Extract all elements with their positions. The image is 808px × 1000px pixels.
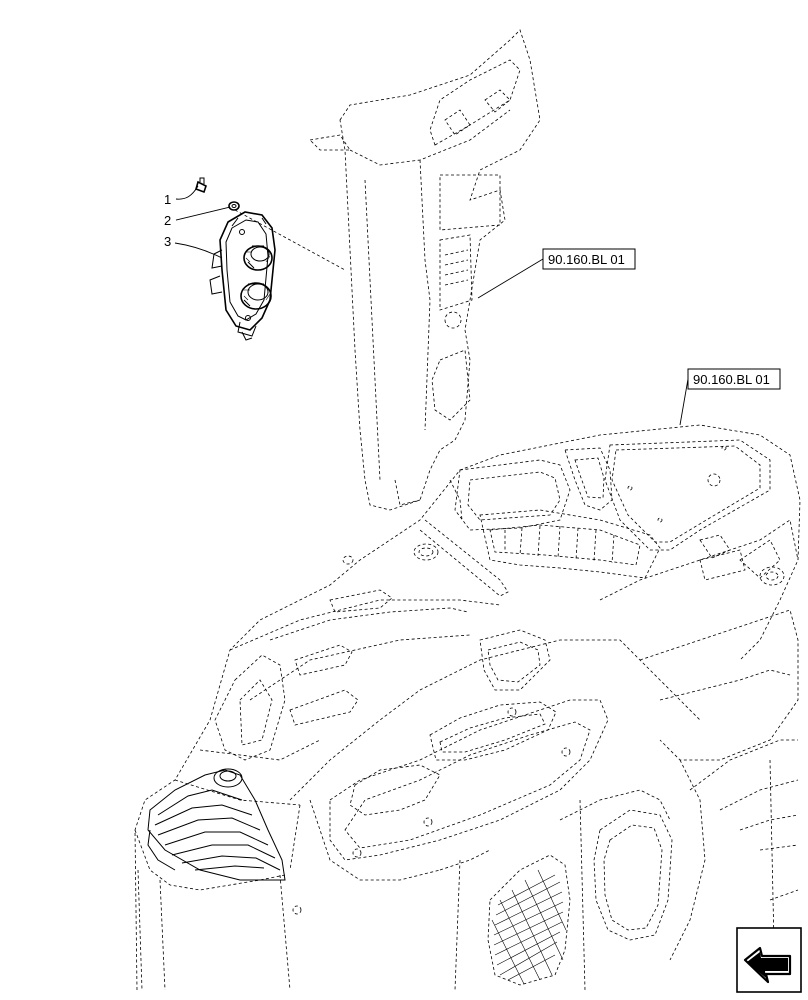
washer-part — [228, 201, 240, 211]
next-page-arrow-icon[interactable] — [736, 927, 802, 993]
callout-number-3: 3 — [164, 234, 171, 249]
reference-leader-upper — [477, 258, 544, 299]
leader-line-3 — [174, 242, 223, 259]
assembly-axis-line — [234, 209, 346, 271]
reference-label-upper[interactable]: 90.160.BL 01 — [542, 248, 636, 270]
reference-label-lower[interactable]: 90.160.BL 01 — [687, 368, 781, 390]
reference-text-upper: 90.160.BL 01 — [548, 252, 625, 267]
cab-pillar — [309, 29, 541, 511]
cab-console — [134, 424, 801, 991]
leader-line-2 — [175, 206, 231, 221]
reference-leader-lower — [679, 378, 689, 426]
screw-part — [195, 177, 207, 194]
leader-line-1 — [175, 185, 199, 200]
callout-number-1: 1 — [164, 192, 171, 207]
control-module-assembly — [195, 177, 276, 341]
reference-text-lower: 90.160.BL 01 — [693, 372, 770, 387]
callout-number-2: 2 — [164, 213, 171, 228]
control-module-part — [209, 211, 276, 341]
joystick-boot — [147, 768, 286, 881]
